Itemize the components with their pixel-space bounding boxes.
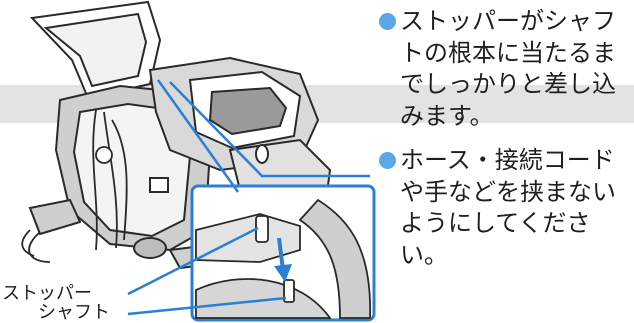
shaft-label: シャフト	[38, 302, 110, 323]
instruction-text: ホース・接続コードや手などを挟まないようにしてください。	[400, 146, 616, 269]
shaft-part	[283, 279, 295, 303]
insert-arrow-head-icon	[274, 264, 292, 282]
insert-direction-arrow	[277, 237, 285, 271]
instruction-list: ストッパーがシャフトの根本に当たるまでしっかりと差し込みます。 ホース・接続コー…	[378, 6, 632, 284]
label-callout-lines	[127, 226, 287, 316]
zoom-leader-lines	[156, 79, 370, 193]
instruction-item: ストッパーがシャフトの根本に当たるまでしっかりと差し込みます。	[378, 6, 632, 132]
detail-callout-box	[190, 184, 376, 322]
stopper-label: ストッパー	[2, 283, 92, 304]
instruction-text: ストッパーがシャフトの根本に当たるまでしっかりと差し込みます。	[400, 7, 616, 130]
bullet-icon	[379, 13, 396, 30]
seat-back-panel	[29, 0, 162, 100]
instruction-item: ホース・接続コードや手などを挟まないようにしてください。	[378, 145, 632, 271]
device-body	[54, 56, 320, 252]
hoses-and-cables	[21, 109, 128, 263]
bullet-icon	[379, 152, 396, 169]
